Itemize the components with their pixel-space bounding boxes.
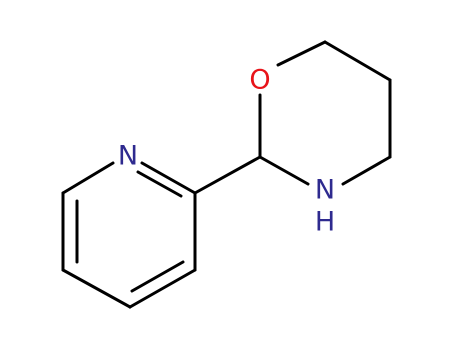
atom-pyridine-nitrogen-label: N [118,141,138,172]
atom-amine-hydrogen-label: H [315,207,335,238]
bond-c5-c4 [61,268,132,309]
atom-oxygen-label: O [249,65,270,96]
bond-c2-n1 [140,161,197,195]
bond-c4-c3 [128,268,197,309]
bond-nh-ch [258,155,310,186]
bond-o-ch2 [276,40,327,67]
bond-ch-pyridine [193,155,262,195]
bond-ch2-ch2-a [323,40,392,82]
bond-c4-c3-inner [130,260,185,293]
bond-c2-n1-inner [136,170,183,198]
bond-n1-c6 [61,161,115,195]
bond-ch2-nh [341,155,392,186]
atom-amine-nitrogen-label: N [315,175,335,206]
